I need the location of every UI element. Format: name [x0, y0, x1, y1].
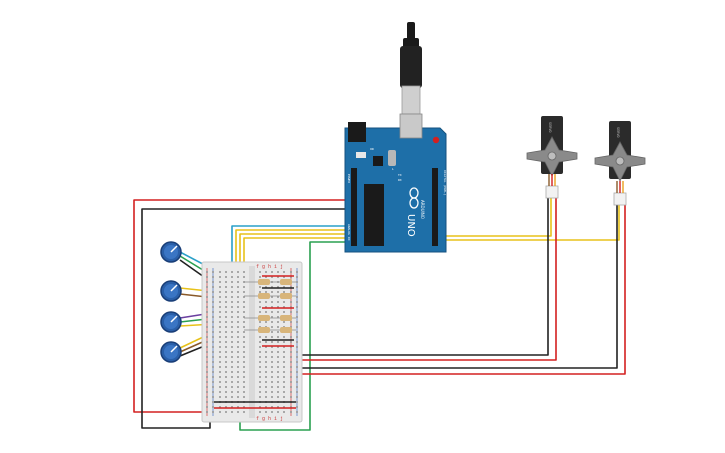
resistor-3[interactable]	[244, 315, 296, 321]
potentiometer-3[interactable]	[160, 311, 182, 333]
potentiometer-1[interactable]	[160, 241, 182, 263]
potentiometers	[160, 241, 182, 363]
breadboard-label-bottom: f g h i j	[256, 416, 283, 422]
wire-servo1-power[interactable]	[296, 198, 557, 361]
board-digital-label: DIGITAL (PWM~)	[443, 170, 447, 195]
board-rx-label: RX	[398, 178, 402, 182]
arduino-uno[interactable]: UNO ARDUINO DIGITAL (PWM~) ANALOG IN POW…	[344, 113, 447, 253]
wire-servo2-ground[interactable]	[296, 205, 618, 369]
resistor-4[interactable]	[244, 327, 296, 333]
pot-pointer-icon	[170, 345, 178, 353]
board-power-label: POWER	[347, 174, 351, 183]
servo-1-label: SERVO	[548, 122, 552, 133]
resistor-1[interactable]	[244, 279, 296, 285]
servo-1-connector	[545, 185, 559, 199]
wire-power-left[interactable]	[133, 199, 352, 413]
wire-servo2-signal[interactable]	[440, 205, 620, 241]
wire-servo2-power[interactable]	[296, 205, 626, 375]
wire-ground-left[interactable]	[141, 208, 352, 429]
breadboard-label-top: f g h i j	[256, 264, 283, 270]
board-logo-text: UNO	[405, 214, 416, 237]
servo-2-connector	[613, 192, 627, 206]
pot-pointer-icon	[170, 284, 178, 292]
wire-servo1-ground[interactable]	[296, 198, 549, 356]
servo-2-label: SERVO	[616, 127, 620, 138]
board-l-label: L	[392, 167, 394, 171]
microcontroller-chip	[364, 184, 384, 246]
breadboard-holes	[206, 271, 298, 413]
wire-servo1-signal[interactable]	[440, 198, 552, 237]
board-brand-text: ARDUINO	[420, 200, 425, 219]
pot-pointer-icon	[170, 245, 178, 253]
power-jack	[348, 122, 366, 142]
resistor-2[interactable]	[244, 293, 296, 299]
servo-2[interactable]: SERVO	[594, 121, 646, 206]
reset-button[interactable]	[432, 136, 440, 144]
breadboard[interactable]: f g h i j f g h i j	[201, 261, 303, 423]
board-analog-label: ANALOG IN	[347, 224, 351, 240]
wire-green-bottom[interactable]	[239, 241, 352, 431]
potentiometer-4[interactable]	[160, 341, 182, 363]
resistors	[214, 275, 296, 409]
potentiometer-2[interactable]	[160, 280, 182, 302]
digital-header	[432, 168, 438, 246]
arduino-logo	[409, 187, 419, 209]
servo-1[interactable]: SERVO	[526, 116, 578, 199]
board-on-label: ON	[370, 147, 374, 151]
pot-pointer-icon	[170, 315, 178, 323]
usb-port	[399, 113, 423, 139]
power-analog-header	[351, 168, 357, 246]
board-tx-label: TX	[398, 173, 402, 177]
usb-cable[interactable]	[400, 22, 422, 115]
